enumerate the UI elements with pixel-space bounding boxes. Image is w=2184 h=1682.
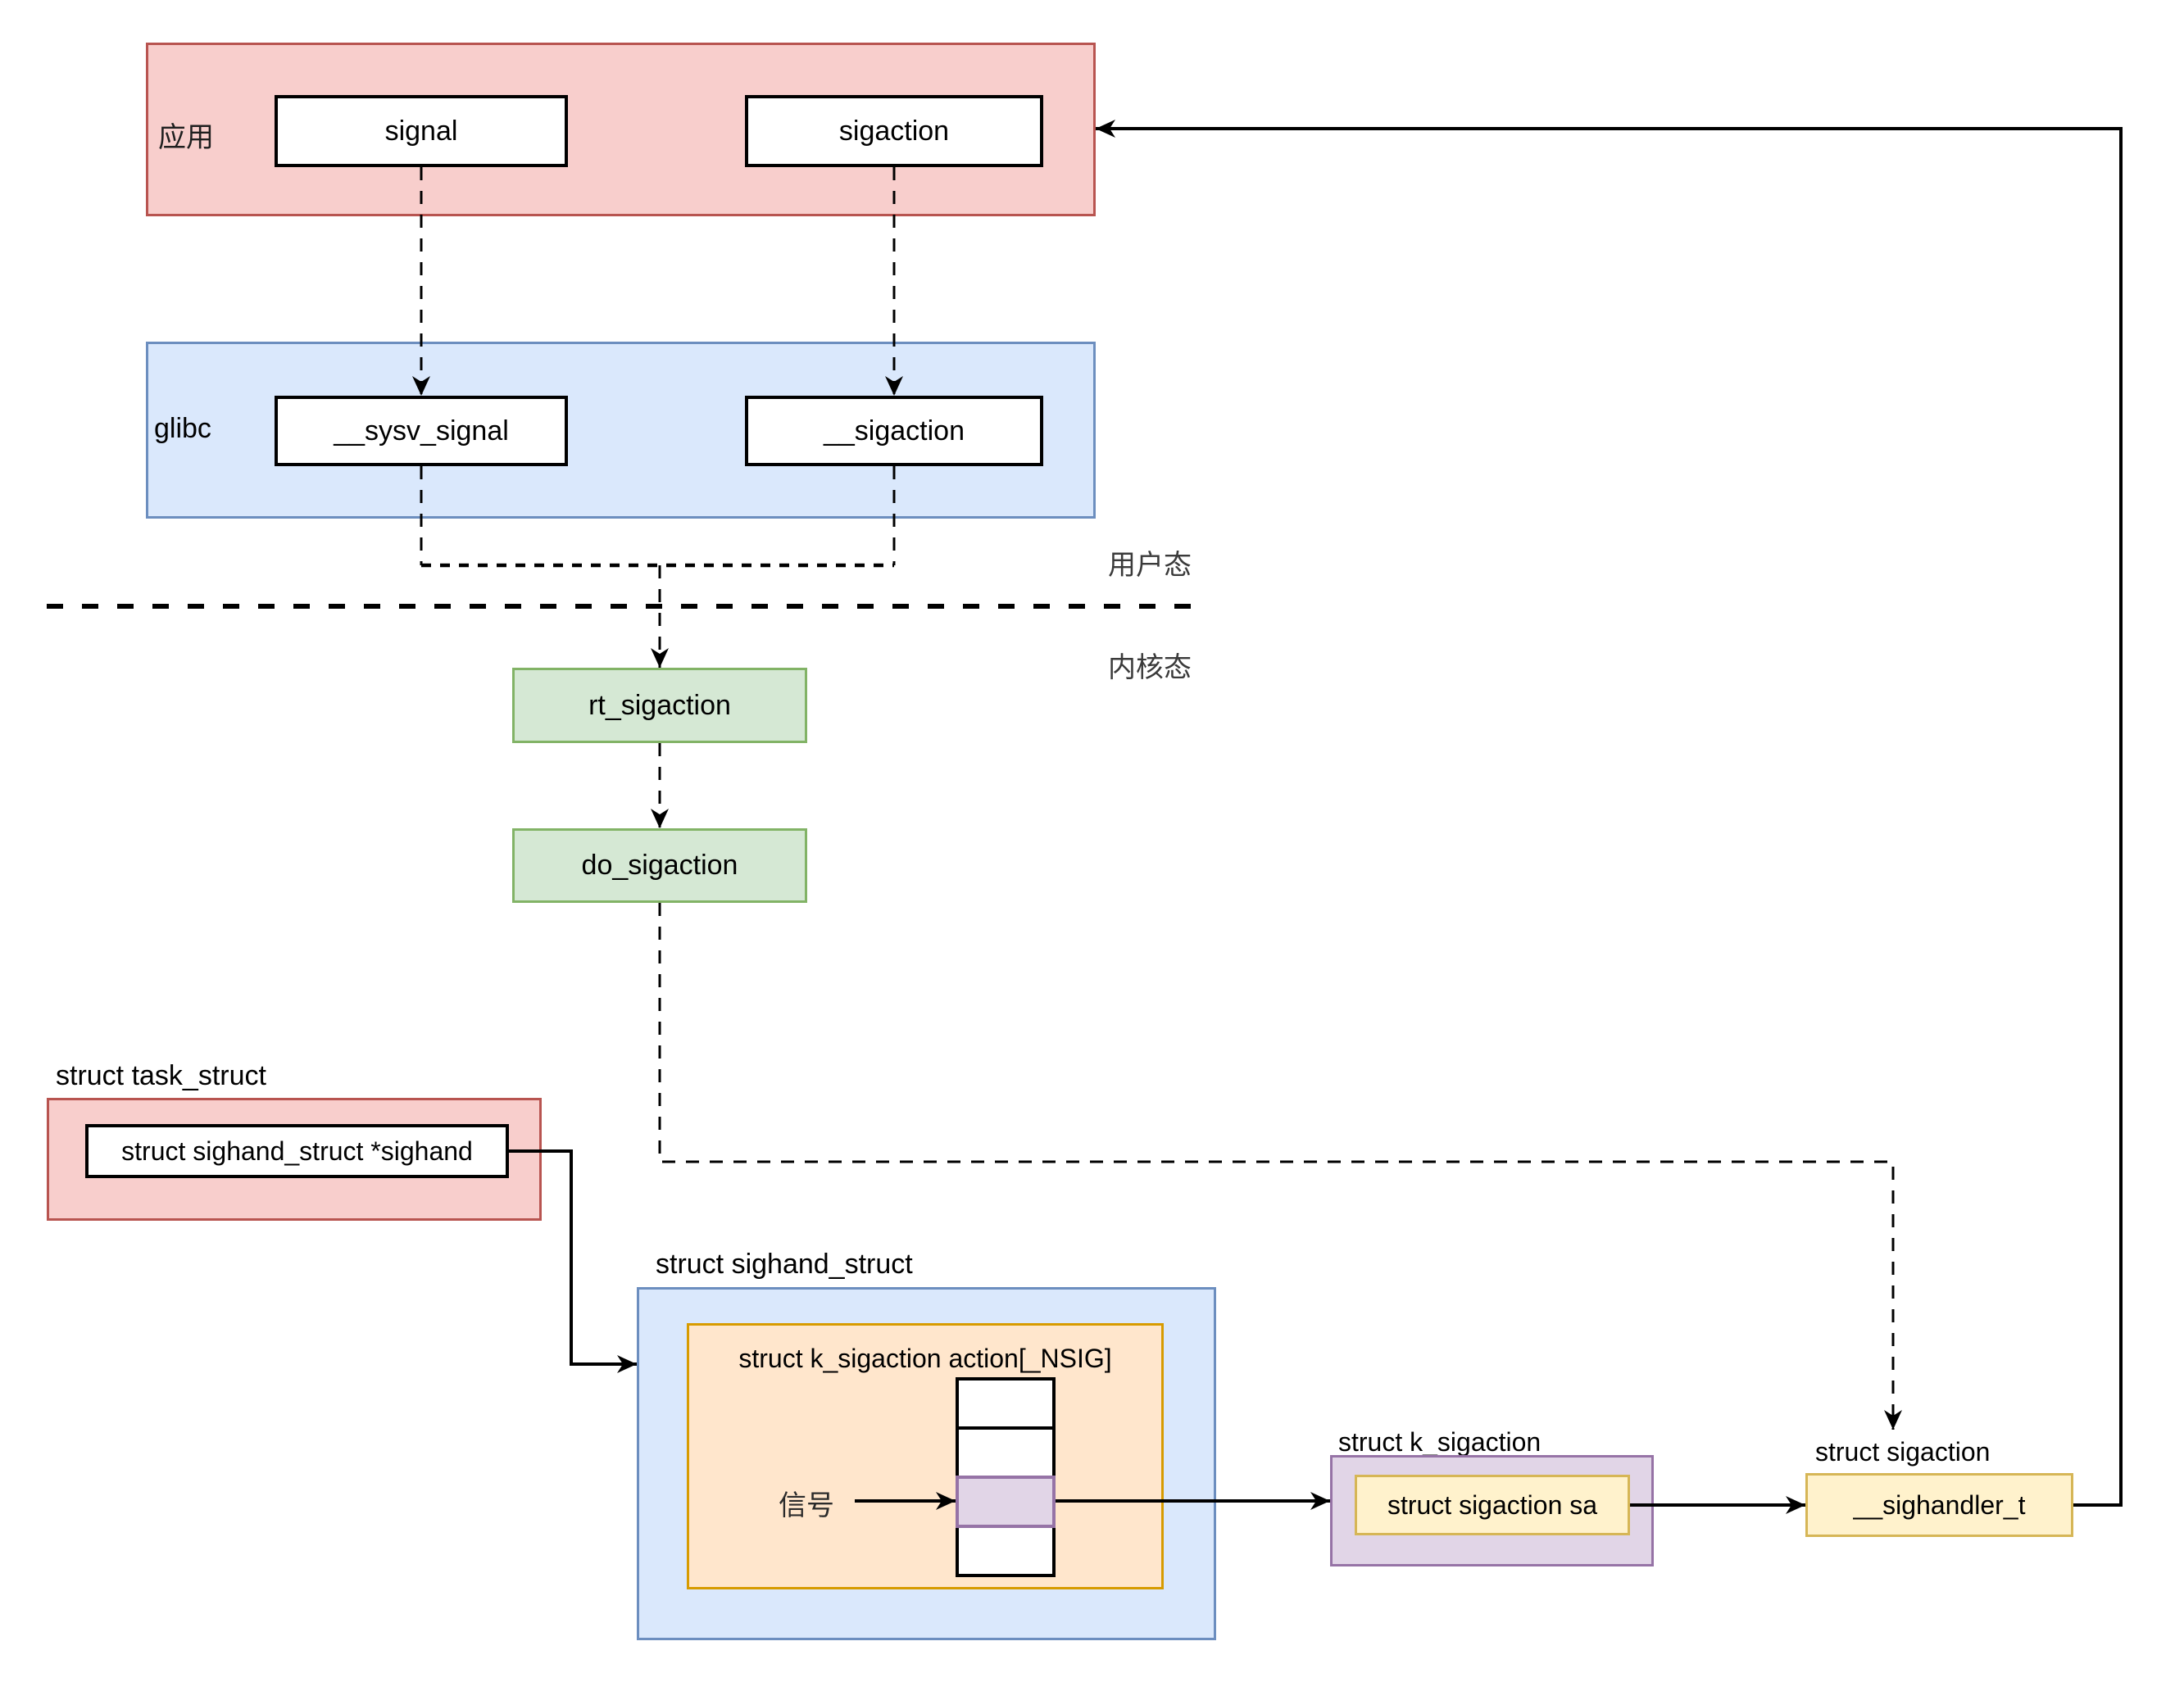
node-sysv-signal-label: __sysv_signal: [334, 415, 509, 447]
action-array-title: struct k_sigaction action[_NSIG]: [738, 1344, 1112, 1373]
glibc-layer-label: glibc: [154, 413, 211, 444]
node-sigaction-sa-label: struct sigaction sa: [1387, 1489, 1598, 1520]
node-do-sigaction: do_sigaction: [512, 828, 807, 903]
array-cell-2: [956, 1426, 1056, 1479]
task-struct-caption: struct task_struct: [56, 1060, 266, 1091]
array-cell-4: [956, 1525, 1056, 1577]
node-rt-sigaction: rt_sigaction: [512, 668, 807, 743]
node-glibc-sigaction-label: __sigaction: [823, 415, 965, 447]
user-mode-label: 用户态: [1108, 550, 1192, 581]
node-sysv-signal: __sysv_signal: [275, 396, 568, 466]
node-signal-label: signal: [384, 115, 458, 147]
node-sigaction-label: sigaction: [838, 115, 950, 147]
node-sighandler-t-label: __sighandler_t: [1853, 1489, 2026, 1520]
node-signal: signal: [275, 95, 568, 167]
node-sighand-pointer: struct sighand_struct *sighand: [85, 1124, 509, 1178]
node-glibc-sigaction: __sigaction: [745, 396, 1043, 466]
signal-word-label: 信号: [779, 1490, 834, 1521]
k-sigaction-caption: struct k_sigaction: [1338, 1427, 1542, 1457]
array-cell-3-highlighted: [956, 1476, 1056, 1528]
sighand-struct-caption: struct sighand_struct: [656, 1249, 913, 1280]
node-sigaction-sa: struct sigaction sa: [1355, 1475, 1630, 1535]
app-layer-label: 应用: [158, 122, 214, 153]
node-sighand-pointer-label: struct sighand_struct *sighand: [121, 1136, 473, 1166]
node-rt-sigaction-label: rt_sigaction: [588, 689, 731, 721]
kernel-mode-label: 内核态: [1108, 652, 1192, 683]
struct-sigaction-caption: struct sigaction: [1815, 1437, 1991, 1467]
node-sigaction: sigaction: [745, 95, 1043, 167]
edge-sighandler-t-to-app: [1096, 120, 2123, 1507]
node-sighandler-t: __sighandler_t: [1805, 1473, 2073, 1537]
node-do-sigaction-label: do_sigaction: [581, 850, 738, 882]
array-cell-1: [956, 1377, 1056, 1430]
